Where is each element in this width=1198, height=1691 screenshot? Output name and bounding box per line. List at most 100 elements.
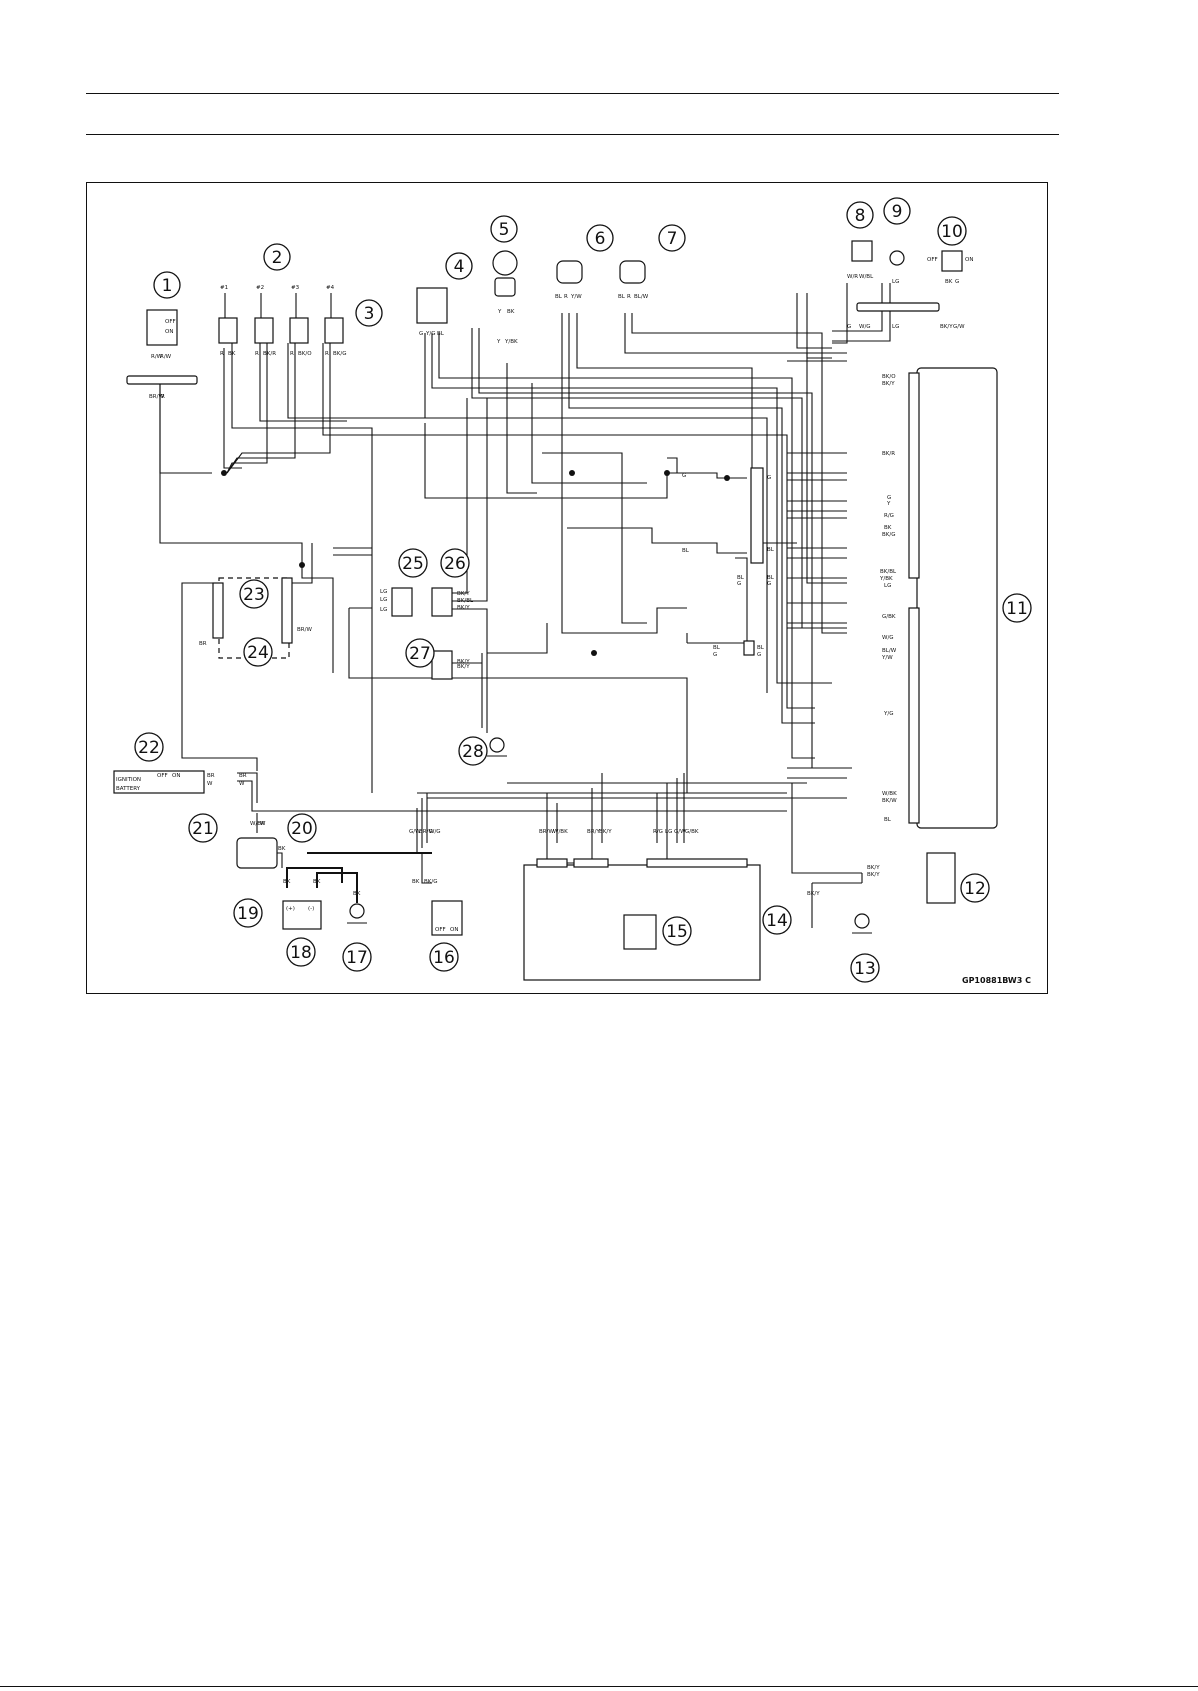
switch-labels: OFF ON OFF ON OFF ON IGNITION BATTERY OF…	[116, 257, 973, 933]
switch-10-label: G/W	[953, 324, 965, 330]
mid-conn-label: G	[767, 475, 771, 481]
switch-10-body	[941, 250, 963, 272]
ecu-wire-label: Y/BK	[879, 576, 893, 582]
fuse-label: BR/W	[297, 627, 312, 633]
ign-out-label: W	[207, 781, 213, 787]
sensor-9-body	[889, 250, 905, 266]
ground-label: BK	[283, 879, 291, 885]
component-wire-labels: R/W R/W BR/W R R BK R BK/R R BK/O R BK/G…	[149, 274, 965, 897]
svg-text:13: 13	[854, 959, 876, 979]
callout-2: 2	[263, 243, 291, 271]
svg-text:15: 15	[666, 922, 688, 942]
callout-17: 17	[342, 942, 372, 972]
sensor-5-label: Y/BK	[504, 339, 518, 345]
header-rule-bottom	[86, 134, 1059, 135]
sensor-9-label: LG	[892, 324, 899, 330]
bus-label: BK	[412, 879, 420, 885]
svg-text:23: 23	[243, 585, 265, 605]
relay-pin-label: LG	[380, 589, 387, 595]
ecu-wire-label: Y/W	[881, 655, 893, 661]
sensor-5-label: Y	[496, 339, 501, 345]
svg-text:11: 11	[1006, 599, 1028, 619]
switch-10-label: BK/Y	[940, 324, 953, 330]
sensor-7-label: R	[627, 294, 631, 300]
tip-over-label: BK/Y	[867, 872, 880, 878]
small-conn-label: G	[757, 652, 761, 658]
sensor-7-label: BL/W	[634, 294, 649, 300]
sensor-8-body	[851, 240, 873, 262]
relay-pin-label: BK/Y	[457, 591, 470, 597]
ground-label: BK	[313, 879, 321, 885]
callout-22: 22	[134, 732, 164, 762]
starter-relay-label: BK	[278, 846, 286, 852]
relay-27-body	[431, 650, 453, 680]
callout-6: 6	[586, 224, 614, 252]
components	[113, 240, 998, 981]
starter-relay-label: W	[260, 821, 266, 827]
mid-conn-label: BL	[767, 547, 775, 553]
callout-13: 13	[850, 953, 880, 983]
svg-text:3: 3	[364, 304, 375, 324]
bus-label: G/W	[409, 829, 421, 835]
ignition-coil-2	[254, 317, 274, 344]
callout-16: 16	[429, 942, 459, 972]
callout-9: 9	[883, 197, 911, 225]
sensor-4-label: Y/G	[425, 331, 435, 337]
ecu-wire-label: BL	[884, 817, 892, 823]
ecu-wire-label: BK/O	[882, 374, 896, 380]
svg-text:28: 28	[462, 742, 484, 762]
bus-label: BR/Y	[587, 829, 600, 835]
callout-7: 7	[658, 224, 686, 252]
switch-16-on: ON	[450, 927, 458, 933]
coil-label: BK	[228, 351, 236, 357]
sensor-4-body	[416, 287, 448, 324]
svg-text:5: 5	[499, 220, 510, 240]
ecu-wire-label: LG	[884, 583, 891, 589]
ignition-row-1: IGNITION	[116, 777, 141, 783]
sensor-6-body	[556, 260, 583, 284]
mid-conn-label: BL	[767, 575, 775, 581]
svg-text:9: 9	[892, 202, 903, 222]
wire-harness	[159, 283, 891, 928]
relay-pin-label: LG	[380, 607, 387, 613]
svg-text:20: 20	[291, 819, 313, 839]
ground-28-ring	[489, 737, 505, 753]
top-left-label: R	[161, 394, 165, 400]
bus-label: LG	[665, 829, 672, 835]
svg-text:24: 24	[247, 643, 269, 663]
ecu-wire-label: BK/Y	[882, 381, 895, 387]
svg-text:22: 22	[138, 738, 160, 758]
ground-label: BK	[353, 891, 361, 897]
sensor-8-label: W/R	[847, 274, 858, 280]
ecu-wire-labels: BK/O BK/Y BK/R G Y R/G BK BK/G BK/BL Y/B…	[879, 374, 897, 823]
switch-16-off: OFF	[435, 927, 446, 933]
wiring-diagram-frame: #1 #2 #3 #4 OFF ON OFF ON OFF ON IGNITIO…	[86, 182, 1048, 994]
svg-text:27: 27	[409, 644, 431, 664]
svg-text:6: 6	[595, 229, 606, 249]
starter-relay-body	[236, 837, 278, 869]
coil-label: R	[220, 351, 224, 357]
cylinder-label-4: #4	[326, 285, 335, 291]
sensor-6-label: Y/W	[570, 294, 582, 300]
top-left-label: R/W	[151, 354, 163, 360]
component-15-body	[623, 914, 657, 950]
bus-label: BR/W	[539, 829, 554, 835]
ignition-switch-table	[113, 770, 205, 794]
callout-5: 5	[490, 215, 518, 243]
callout-24: 24	[243, 637, 273, 667]
relay-pin-label: BK/Y	[457, 605, 470, 611]
ignition-coil-4	[324, 317, 344, 344]
connector-wire-labels: G BL BL G G BL BL G BL G BL G LG LG LG B…	[199, 473, 880, 897]
ecu-wire-label: Y/G	[883, 711, 893, 717]
switch-1-on: ON	[165, 329, 173, 335]
starter-relay-label: W/BK	[250, 821, 265, 827]
relay-25-body	[391, 587, 413, 617]
callouts: 1 2 3 4 5 6 7 8 9 10 11 12 13 14 15 16 1…	[134, 197, 1032, 983]
switch-10-off: OFF	[927, 257, 938, 263]
callout-26: 26	[440, 548, 470, 578]
ignition-col-1: OFF	[157, 773, 168, 779]
ecu-wire-label: Y	[886, 501, 891, 507]
switch-10-on: ON	[965, 257, 973, 263]
sensor-8-label: W/G	[859, 324, 871, 330]
bus-label: BK/G	[424, 879, 438, 885]
